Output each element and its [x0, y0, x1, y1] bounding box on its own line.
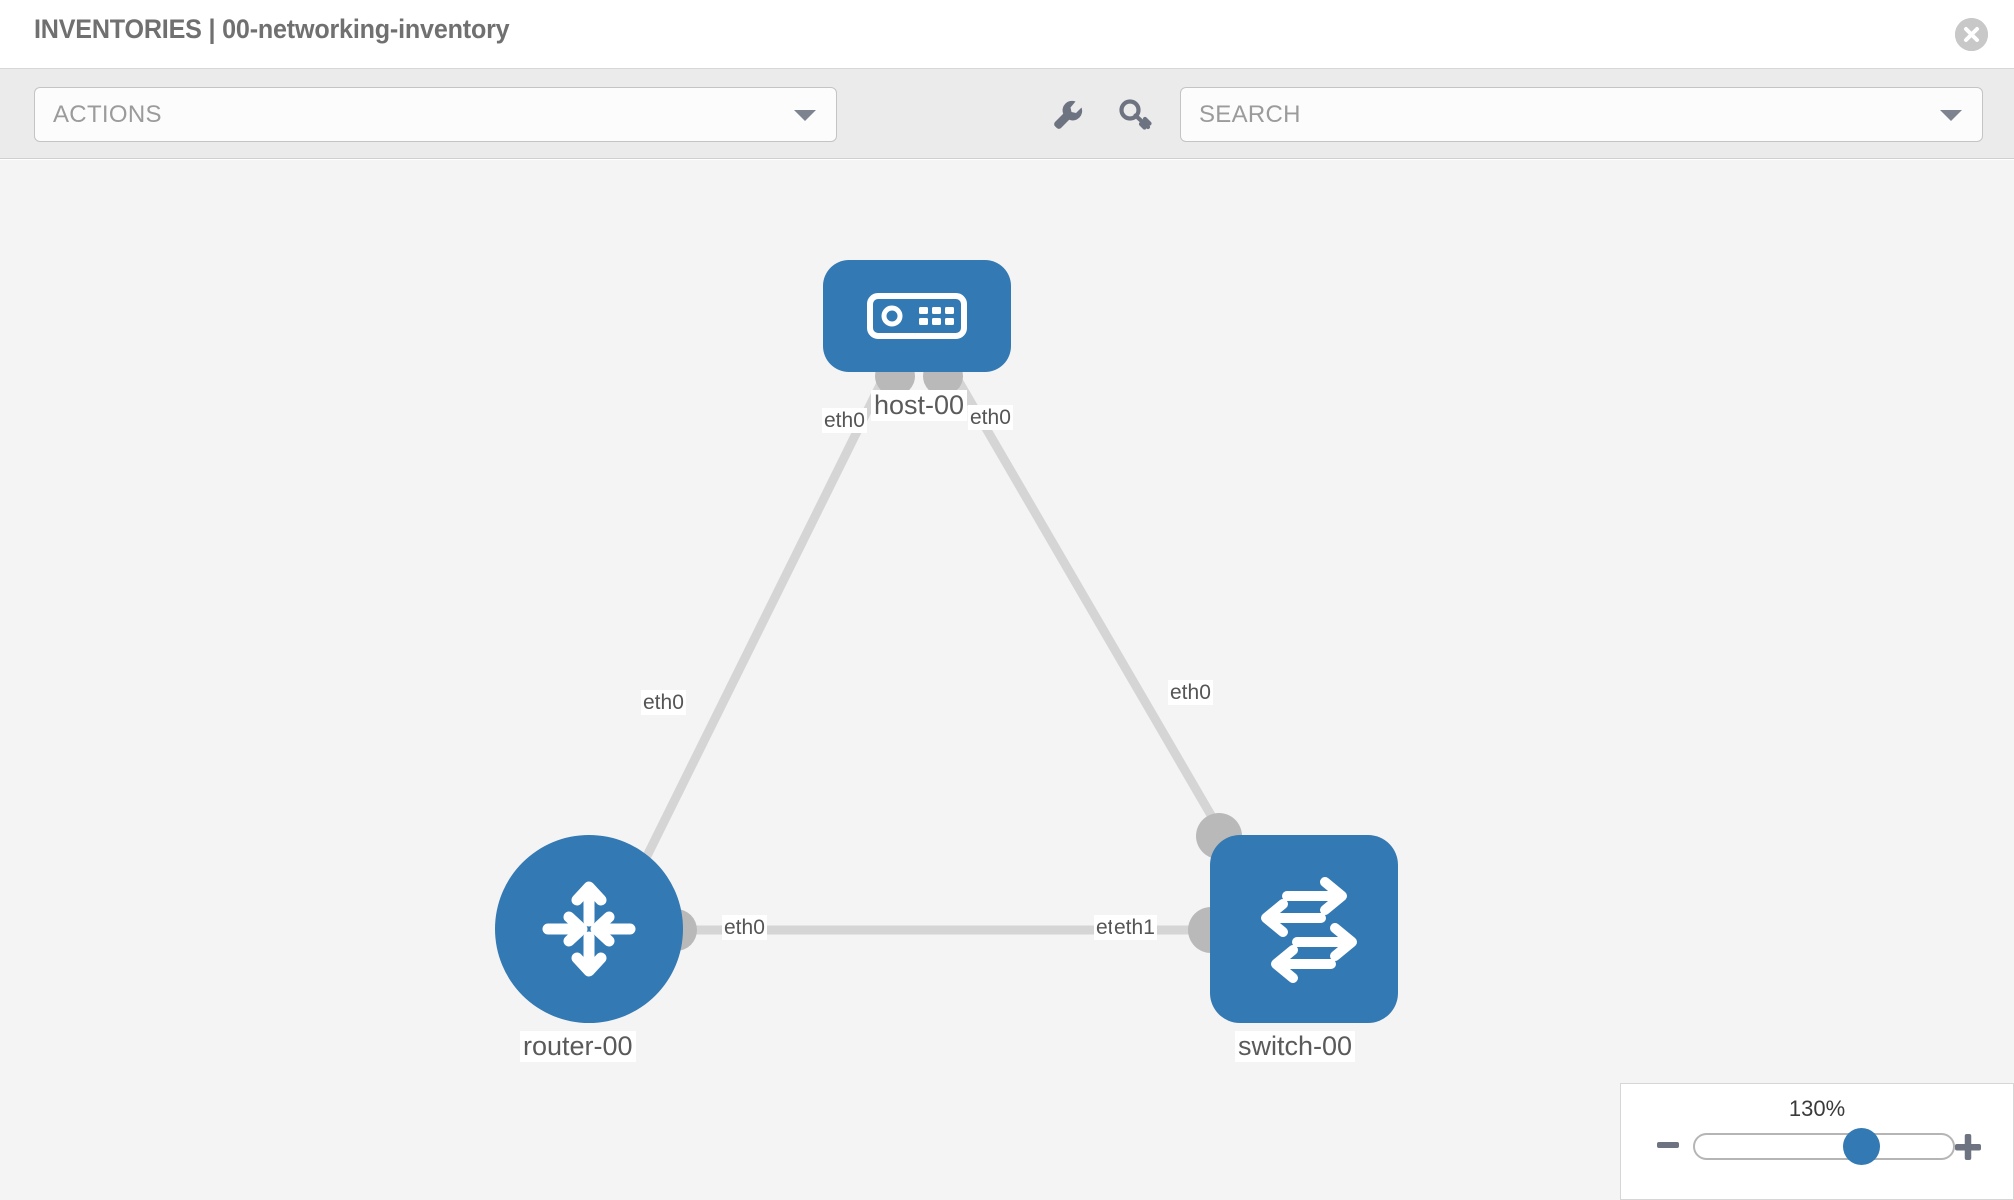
zoom-level-value: 130%: [1788, 1096, 1846, 1121]
search-input[interactable]: SEARCH: [1180, 87, 1983, 142]
four-way-arrows-icon: [542, 881, 636, 977]
node-router-00-shape[interactable]: [495, 835, 683, 1023]
node-switch-00[interactable]: switch-00: [1188, 813, 1398, 1063]
node-switch-00-shape[interactable]: [1210, 835, 1398, 1023]
node-router-00-label: router-00: [520, 1031, 636, 1063]
interface-label-router00-switch00-source: eth0: [722, 915, 767, 941]
node-host-00-label: host-00: [871, 390, 968, 422]
node-host-00[interactable]: host-00: [823, 260, 1011, 422]
zoom-slider[interactable]: [1693, 1128, 1955, 1165]
close-icon[interactable]: [1955, 18, 1988, 51]
interface-label-host00-router00-target: eth0: [641, 690, 686, 716]
minus-icon[interactable]: [1655, 1132, 1681, 1158]
actions-dropdown-label: ACTIONS: [53, 101, 162, 128]
wrench-icon[interactable]: [1046, 93, 1090, 137]
node-switch-00-label: switch-00: [1235, 1031, 1356, 1063]
zoom-slider-thumb[interactable]: [1843, 1128, 1880, 1165]
page-header: INVENTORIES | 00-networking-inventory: [0, 0, 2014, 69]
chevron-down-icon[interactable]: [1940, 109, 1962, 121]
key-icon[interactable]: [1114, 93, 1158, 137]
chevron-down-icon: [794, 109, 816, 121]
switch-arrows-icon: [1261, 877, 1357, 983]
link-host00-router00: [640, 373, 890, 862]
node-host-00-shape[interactable]: [823, 260, 1011, 372]
search-placeholder: SEARCH: [1199, 101, 1301, 128]
actions-dropdown[interactable]: ACTIONS: [34, 87, 837, 142]
toolbar: ACTIONS SEARCH: [0, 69, 2014, 159]
node-router-00[interactable]: router-00: [495, 835, 697, 1063]
interface-label-router00-switch00-target: eth1: [1112, 915, 1157, 941]
page-title: INVENTORIES | 00-networking-inventory: [34, 14, 510, 44]
server-appliance-icon: [867, 293, 967, 339]
interface-label-host00-router00-source: eth0: [822, 408, 867, 434]
topology-canvas[interactable]: host-00: [0, 160, 2014, 1200]
link-host00-switch00: [951, 372, 1244, 868]
plus-icon[interactable]: [1953, 1132, 1983, 1162]
zoom-control-panel: 130%: [1620, 1083, 2014, 1200]
interface-label-host00-switch00-source: eth0: [968, 405, 1013, 431]
interface-label-host00-switch00-target: eth0: [1168, 680, 1213, 706]
